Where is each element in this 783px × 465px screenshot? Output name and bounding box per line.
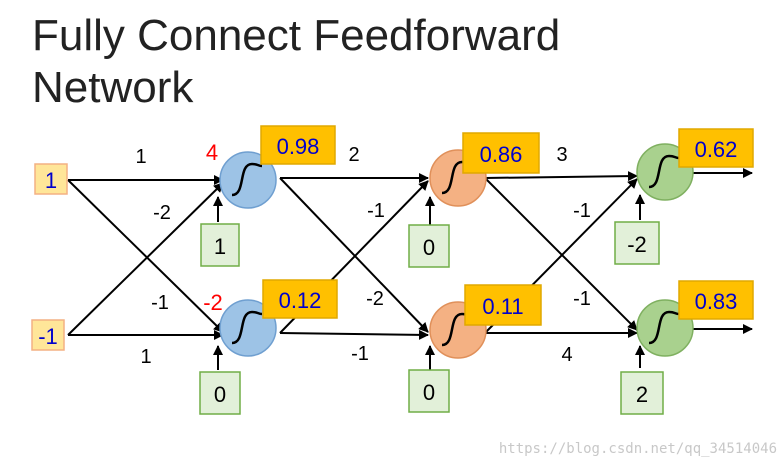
output-box-layer3-1: 0.62 — [678, 128, 754, 168]
weight-m1-o2: -1 — [573, 288, 591, 310]
neuron-layer1-2 — [219, 299, 277, 357]
output-value: 0.86 — [480, 142, 523, 167]
edge-m1-o2 — [484, 177, 638, 331]
diagram-title: Fully Connect Feedforward Network — [32, 10, 732, 114]
bias-box-layer1-1: 1 — [200, 223, 240, 267]
sigmoid-icon — [231, 162, 263, 197]
bias-box-layer3-2: 2 — [620, 371, 664, 415]
sigmoid-icon — [231, 310, 263, 345]
weight-n1-m1: 2 — [348, 144, 359, 166]
weight-in2-n2: 1 — [140, 346, 151, 368]
weight-m1-o1: 3 — [556, 144, 567, 166]
weight-n2-m2: -1 — [351, 343, 369, 365]
bias-value: 0 — [214, 382, 226, 407]
output-box-layer1-2: 0.12 — [262, 279, 338, 319]
sigmoid-icon — [648, 154, 680, 189]
output-box-layer2-1: 0.86 — [462, 132, 540, 174]
neuron-layer1-1 — [219, 151, 277, 209]
edge-n2-m2 — [279, 329, 429, 340]
output-box-layer1-1: 0.98 — [260, 125, 336, 165]
bias-value: 2 — [636, 382, 648, 407]
edge-m1-o1 — [484, 171, 638, 182]
bias-box-layer2-2: 0 — [408, 369, 450, 413]
bias-value: 0 — [423, 235, 435, 260]
title-line-2: Network — [32, 63, 194, 112]
weight-in2-n1: -1 — [151, 292, 169, 314]
z-value-layer1-2: -2 — [203, 290, 223, 315]
weight-in1-n2: -2 — [153, 202, 171, 224]
weight-m2-o1: -1 — [573, 200, 591, 222]
weight-in1-n1: 1 — [135, 146, 146, 168]
weight-m2-o2: 4 — [561, 344, 572, 366]
z-value-layer1-1: 4 — [206, 140, 218, 165]
input-2: -1 — [31, 319, 65, 351]
edge-in1-n2 — [67, 179, 224, 333]
bias-box-layer3-1: -2 — [614, 221, 660, 265]
output-value: 0.12 — [279, 288, 322, 313]
weight-n1-m2: -2 — [366, 288, 384, 310]
weight-n2-m1: -1 — [367, 200, 385, 222]
input-1: 1 — [34, 163, 68, 195]
watermark: https://blog.csdn.net/qq_34514046 — [498, 441, 777, 457]
bias-value: 0 — [423, 380, 435, 405]
output-box-layer3-2: 0.83 — [678, 280, 754, 320]
edge-in2-n1 — [67, 182, 224, 336]
bias-value: -2 — [627, 232, 647, 257]
output-value: 0.83 — [695, 289, 738, 314]
output-value: 0.98 — [277, 134, 320, 159]
bias-value: 1 — [214, 234, 226, 259]
output-box-layer2-2: 0.11 — [464, 284, 542, 326]
title-line-1: Fully Connect Feedforward — [32, 11, 561, 60]
bias-box-layer1-2: 0 — [199, 371, 241, 415]
output-value: 0.62 — [695, 137, 738, 162]
bias-box-layer2-1: 0 — [408, 224, 450, 268]
input-1-value: 1 — [45, 168, 57, 193]
edge-n1-m2 — [279, 177, 429, 333]
sigmoid-icon — [648, 310, 680, 345]
input-2-value: -1 — [38, 324, 58, 349]
output-value: 0.11 — [482, 294, 523, 319]
